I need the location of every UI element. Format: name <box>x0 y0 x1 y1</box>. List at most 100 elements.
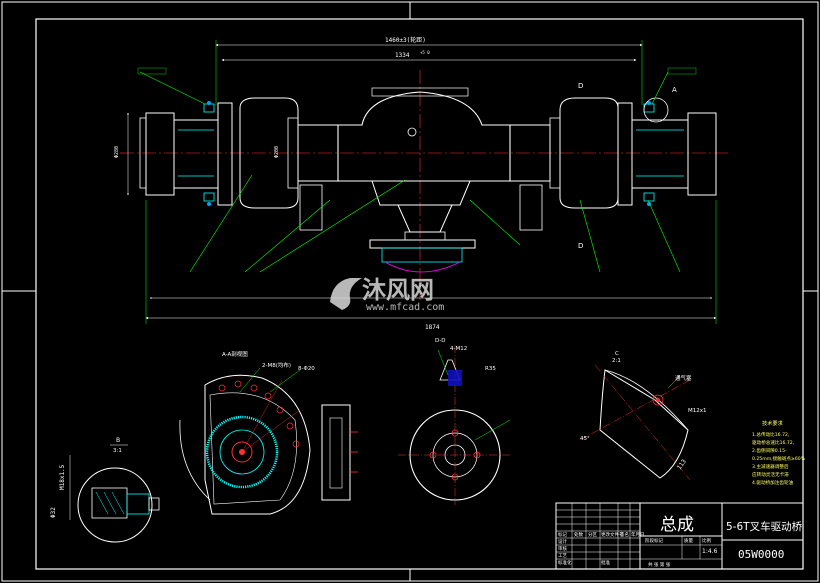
view-c-section: C 2:1 通气塞 M12x1 45° 113 <box>579 351 707 481</box>
input-flange <box>369 239 476 249</box>
left-bolts-top <box>203 103 215 113</box>
detail-b-hatch-3 <box>111 491 125 515</box>
ring-gear <box>205 415 279 489</box>
dim-vert-left: Φ280 <box>114 146 120 158</box>
bolt-a-6 <box>286 422 294 430</box>
vent-plug-inner <box>656 398 660 402</box>
right-mount-pad <box>519 184 543 231</box>
sector-center-1 <box>594 364 691 481</box>
leader-c-1 <box>667 375 681 389</box>
bolt-line-a <box>241 379 283 453</box>
watermark: 沐风网 www.mfcad.com <box>330 276 444 313</box>
left-lube-top <box>139 117 147 189</box>
sector-center-2 <box>579 379 691 441</box>
dim-b-small: Φ32 <box>50 507 57 518</box>
view-d-title: D-D <box>435 338 445 344</box>
tech-item-0: 1.总传动比16.72, <box>752 431 790 438</box>
left-bolt-dot-1 <box>207 101 211 105</box>
leader-3 <box>259 179 406 273</box>
left-mount-pad <box>299 184 323 231</box>
tb-col-mark: 标记 <box>558 531 567 538</box>
tb-assembly: 总成 <box>660 515 694 535</box>
right-hub-flange <box>687 112 717 196</box>
pinion-gear <box>231 441 253 463</box>
side-flange-a-inner <box>329 417 343 489</box>
label-b-m18: M18x1.5 <box>59 464 66 490</box>
housing-arc <box>179 419 211 501</box>
title-block-frame <box>555 502 804 570</box>
tech-title: 技术要求 <box>762 419 784 427</box>
label-a-holes-20: 8-Φ20 <box>298 366 315 372</box>
tech-requirements: 技术要求 1.总传动比16.72, 驱动桥总速比16.72, 2.齿侧间隙0.1… <box>752 419 806 486</box>
tb-row-approve: 批准 <box>601 559 610 566</box>
sector-outline <box>599 369 689 479</box>
tech-item-4: 3.主减速器调整后 <box>752 463 789 470</box>
label-d-right: R35 <box>485 366 496 372</box>
bolt-a-1 <box>218 384 226 392</box>
detail-b-hatch-2 <box>103 491 117 515</box>
ring-gear-inner <box>219 429 265 475</box>
leader-d-2 <box>474 419 511 441</box>
label-d-top: 4-M12 <box>450 346 467 352</box>
tb-drawing-code: 05W0000 <box>738 548 784 561</box>
diff-drain-plug <box>407 127 417 137</box>
tb-col-sign: 签名 <box>620 531 629 538</box>
left-brake-drum <box>239 97 299 209</box>
bolt-a-2 <box>234 380 242 388</box>
detail-b-circle <box>77 467 153 543</box>
view-d-section: D-D 4-M12 R35 <box>398 338 512 505</box>
view-a-section: A-A剖视图 2-M8(均布) 8-Φ20 <box>179 350 358 515</box>
leader-label-box-right <box>667 67 697 75</box>
tb-col-count: 处数 <box>574 531 583 538</box>
right-brake-flange <box>617 102 633 206</box>
tb-stage: 阶段标记 <box>645 537 663 544</box>
leader-label-box-left <box>137 67 167 75</box>
tb-row-design: 设计 <box>558 538 567 545</box>
leader-a-2 <box>269 369 301 393</box>
tech-item-6: 4.驱动桥加注齿轮油 <box>752 479 794 486</box>
detail-a-circle <box>643 97 669 123</box>
tb-row-check: 审核 <box>558 545 567 552</box>
tb-scale-label: 比例 <box>702 537 711 544</box>
input-hub <box>404 231 446 241</box>
label-c-vent: 通气塞 <box>675 374 692 382</box>
section-a-top: A <box>672 86 677 94</box>
watermark-main: 沐风网 <box>362 276 434 304</box>
view-c-title: C <box>615 351 619 357</box>
left-bolt-dot-2 <box>207 202 211 206</box>
leader-2 <box>244 199 331 273</box>
left-brake-flange <box>217 102 233 206</box>
left-tube-ring <box>287 117 299 189</box>
hub-shoe-blue <box>448 370 462 386</box>
tb-drawing-name: 5-6T叉车驱动桥 <box>726 520 803 533</box>
gear-housing-outline <box>204 374 311 515</box>
tb-col-zone: 分区 <box>588 531 597 538</box>
dim-vert-mid: Φ200 <box>274 146 280 158</box>
tech-item-5: 应转动灵活无卡滞 <box>752 471 789 478</box>
view-b-title: B <box>116 437 120 444</box>
gear-housing-inner <box>209 392 297 505</box>
tech-item-1: 驱动桥总速比16.72, <box>752 439 795 446</box>
watermark-url: www.mfcad.com <box>366 302 444 313</box>
side-flange-a <box>321 404 351 501</box>
sector-arc <box>604 369 689 431</box>
detail-b-cap <box>148 497 160 511</box>
dim-text-1460: 1460±3(轮距) <box>385 36 426 44</box>
bolt-line-b <box>241 409 301 453</box>
title-block: 标记 处数 分区 更改文件号 签名 年月日 设计 审核 工艺 标准化 批准 总成… <box>555 502 804 570</box>
tb-row-process: 工艺 <box>558 553 567 559</box>
section-d-top: D <box>578 82 583 90</box>
detail-b-fitting <box>91 487 128 519</box>
tech-item-3: 0.25mm,接触斑点≥60% <box>752 455 806 462</box>
diff-lower-housing <box>371 180 471 206</box>
tb-col-date: 年月日 <box>631 531 645 538</box>
leader-a-1 <box>239 367 261 393</box>
label-c-angle: 45° <box>580 436 590 442</box>
tb-row-std: 标准化 <box>558 559 572 566</box>
leader-6 <box>647 199 681 273</box>
bolt-a-7 <box>292 440 300 448</box>
right-bolts-top <box>643 103 655 113</box>
view-a-title: A-A剖视图 <box>222 350 248 358</box>
leader-1 <box>189 174 253 273</box>
